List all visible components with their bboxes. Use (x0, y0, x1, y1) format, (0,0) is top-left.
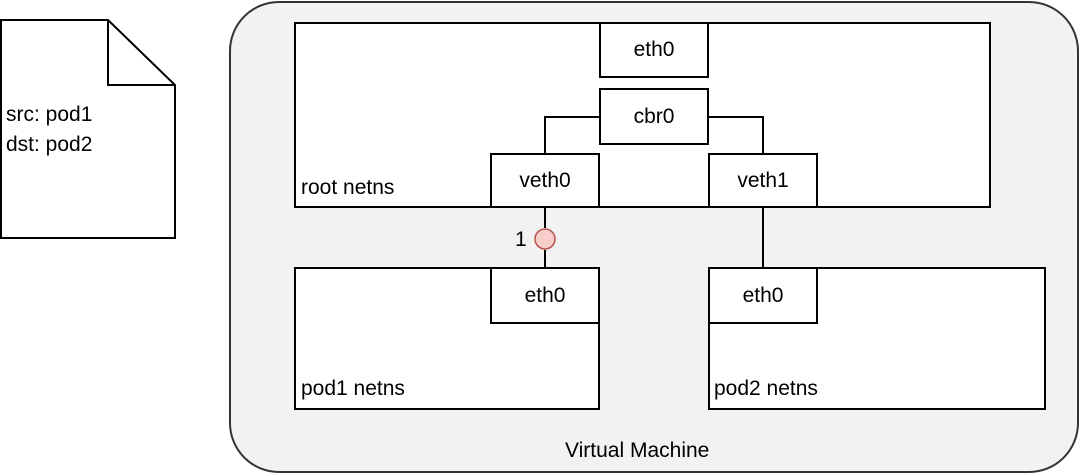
pod1-eth0-node: eth0 (490, 267, 600, 324)
step-marker-number: 1 (515, 228, 527, 251)
packet-dst-text: dst: pod2 (6, 133, 93, 156)
pod2-eth0-node: eth0 (708, 267, 818, 324)
virtual-machine-label: Virtual Machine (565, 439, 710, 462)
pod1-netns-label: pod1 netns (301, 377, 405, 400)
pod2-netns-label: pod2 netns (714, 377, 818, 400)
veth0-node: veth0 (490, 153, 600, 208)
veth1-node: veth1 (708, 153, 818, 208)
root-eth0-node: eth0 (599, 22, 709, 78)
root-netns-label: root netns (301, 176, 395, 199)
packet-src-text: src: pod1 (6, 103, 93, 126)
cbr0-bridge-node: cbr0 (599, 88, 709, 145)
packet-document-icon (0, 19, 176, 239)
